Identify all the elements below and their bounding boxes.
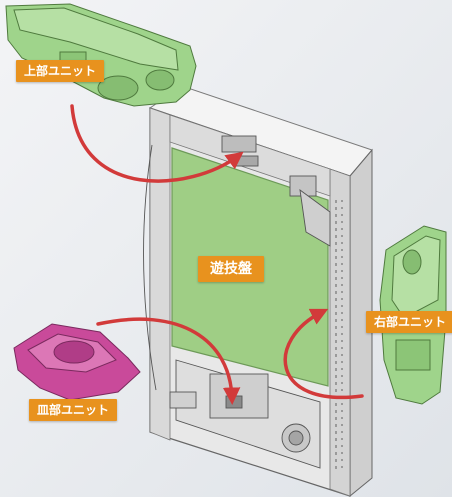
assembly-arrows <box>70 104 364 405</box>
frame-mechanical-details <box>143 135 343 470</box>
label-game-board: 遊技盤 <box>198 256 264 282</box>
arrow-bottom-unit <box>96 317 241 405</box>
arrow-top-unit <box>70 104 244 183</box>
label-right-unit: 右部ユニット <box>366 311 452 333</box>
arrow-right-unit <box>283 308 364 400</box>
top-unit-part <box>5 3 197 107</box>
label-top-unit: 上部ユニット <box>16 60 105 82</box>
label-bottom-unit: 皿部ユニット <box>29 399 118 421</box>
bottom-unit-part <box>13 323 141 401</box>
